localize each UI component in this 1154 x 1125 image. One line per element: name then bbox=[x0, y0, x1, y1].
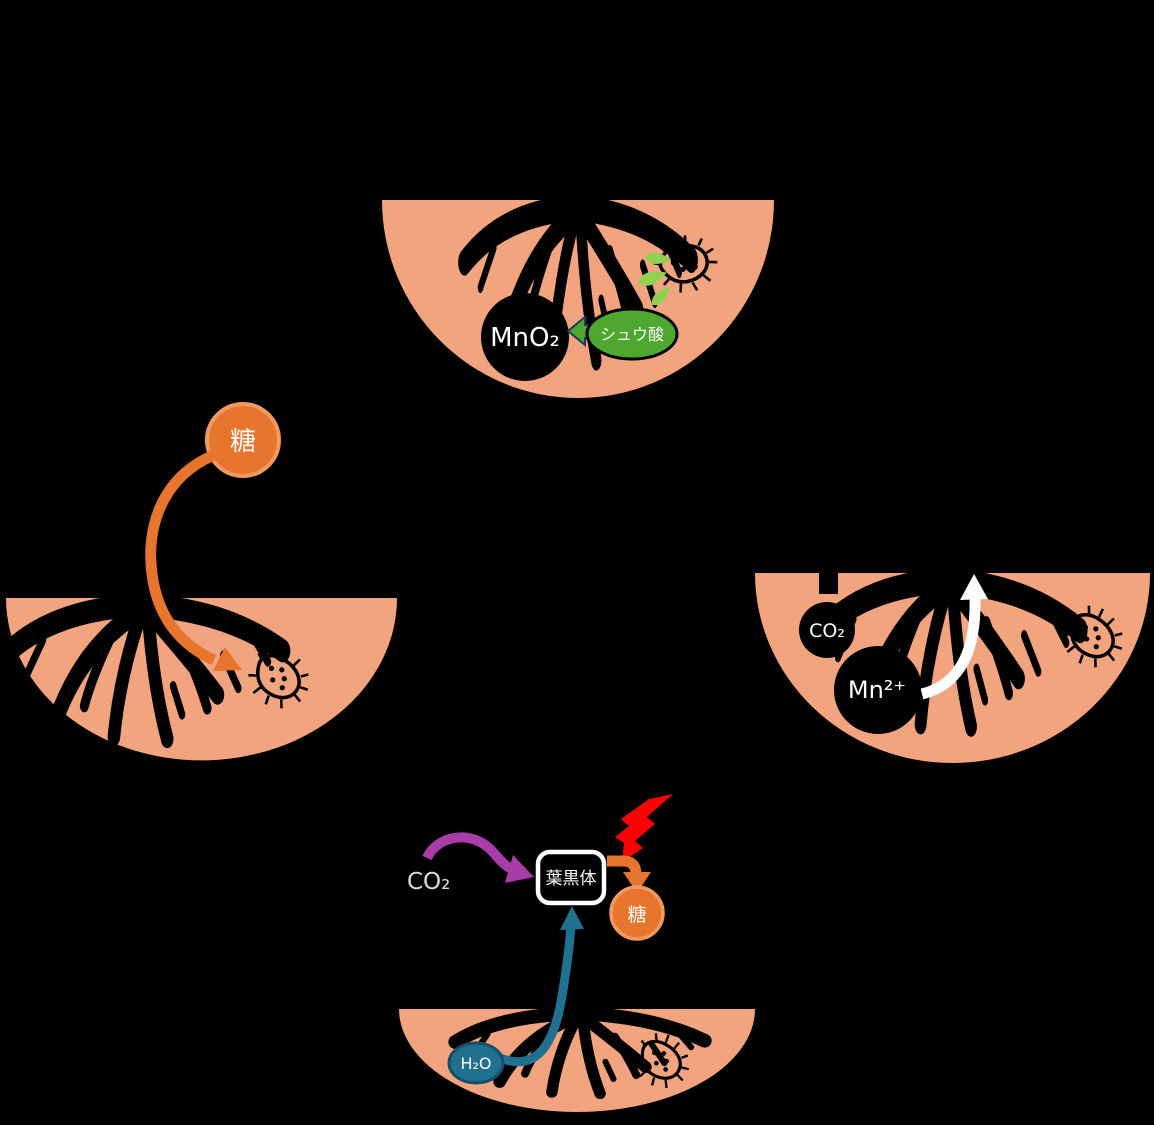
co2-circle bbox=[799, 602, 855, 658]
sugar-flow-arrowhead-icon bbox=[213, 647, 242, 671]
sunlight-lightning-icon bbox=[615, 794, 673, 862]
sugar-circle bbox=[205, 402, 281, 478]
water-ellipse bbox=[447, 1041, 505, 1085]
water-label: H₂O bbox=[460, 1054, 491, 1073]
chloroplast-label: 葉黒体 bbox=[546, 869, 597, 889]
sugar-label: 糖 bbox=[627, 904, 646, 926]
sugar-label: 糖 bbox=[230, 427, 256, 457]
panel-mineral-absorption: CO₂ Mn²⁺ bbox=[755, 550, 1150, 763]
mno2-label: MnO₂ bbox=[490, 323, 560, 353]
water-flow-arrow bbox=[498, 923, 576, 1067]
co2-intake-arrowhead-icon bbox=[505, 855, 534, 883]
co2-gas-label: CO₂ bbox=[407, 869, 450, 895]
mn-ion-circle bbox=[834, 646, 922, 734]
co2-escape-arrow-icon bbox=[819, 550, 838, 594]
sugar-flow-arrow bbox=[145, 449, 217, 666]
mn-uptake-arrow bbox=[920, 591, 981, 700]
water-flow-arrowhead-icon bbox=[560, 906, 584, 930]
oxalic-acid-label: シュウ酸 bbox=[600, 325, 664, 344]
mn-ion-label: Mn²⁺ bbox=[848, 676, 906, 704]
co2-intake-arrow bbox=[422, 832, 515, 874]
oxalic-acid-ellipse bbox=[585, 307, 679, 361]
panel-photosynthesis: H₂O CO₂ 葉黒体 糖 bbox=[399, 794, 755, 1112]
sugar-output-arrowhead-icon bbox=[623, 872, 651, 893]
mn-uptake-arrowhead-icon bbox=[960, 574, 988, 600]
panel-manganese-oxidation: MnO₂ シュウ酸 bbox=[382, 185, 774, 398]
panel-sugar-secretion: 糖 bbox=[6, 402, 397, 761]
chloroplast-box bbox=[535, 849, 607, 906]
mno2-circle bbox=[481, 293, 569, 381]
co2-label: CO₂ bbox=[809, 620, 845, 642]
sugar-circle bbox=[609, 885, 665, 941]
